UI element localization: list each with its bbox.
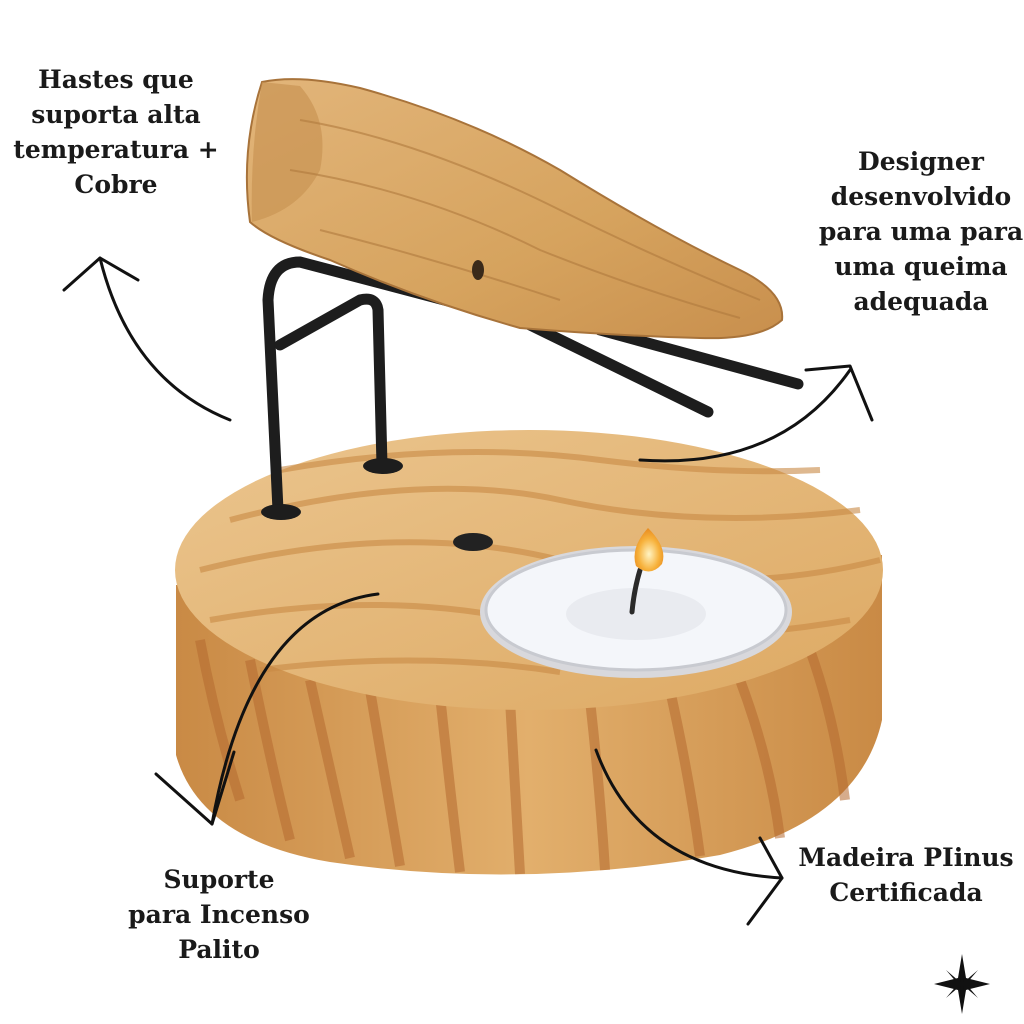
label-line: Designer — [858, 147, 984, 176]
label-line: suporta alta — [31, 100, 201, 129]
arrow-design — [638, 364, 874, 463]
sparkle-icon — [934, 954, 990, 1014]
label-line: para Incenso — [128, 900, 310, 929]
label-design: Designer desenvolvido para uma para uma … — [818, 144, 1024, 319]
label-stems: Hastes que suporta alta temperatura + Co… — [10, 62, 222, 202]
label-line: adequada — [853, 287, 989, 316]
tealight-candle — [480, 528, 792, 678]
label-line: uma queima — [834, 252, 1008, 281]
arrow-incense — [154, 592, 380, 826]
flame-icon — [634, 528, 664, 572]
candle-wick — [629, 567, 643, 615]
palo-santo-wood — [245, 78, 784, 340]
label-line: desenvolvido — [830, 182, 1012, 211]
base-grain — [195, 639, 850, 875]
label-line: Suporte — [163, 865, 275, 894]
label-incense: Suporte para Incenso Palito — [118, 862, 320, 967]
label-line: Certificada — [829, 878, 983, 907]
label-line: para uma para — [818, 217, 1024, 246]
incense-hole — [453, 533, 493, 551]
label-wood: Madeira PIinus Certificada — [792, 840, 1020, 910]
arrow-wood — [594, 748, 784, 926]
label-line: temperatura + — [13, 135, 219, 164]
metal-stand — [261, 256, 804, 551]
label-line: Madeira PIinus — [798, 843, 1014, 872]
label-line: Cobre — [74, 170, 158, 199]
label-line: Hastes que — [38, 65, 194, 94]
arrow-stems — [62, 256, 232, 422]
annotation-arrows — [62, 256, 874, 926]
label-line: Palito — [178, 935, 260, 964]
